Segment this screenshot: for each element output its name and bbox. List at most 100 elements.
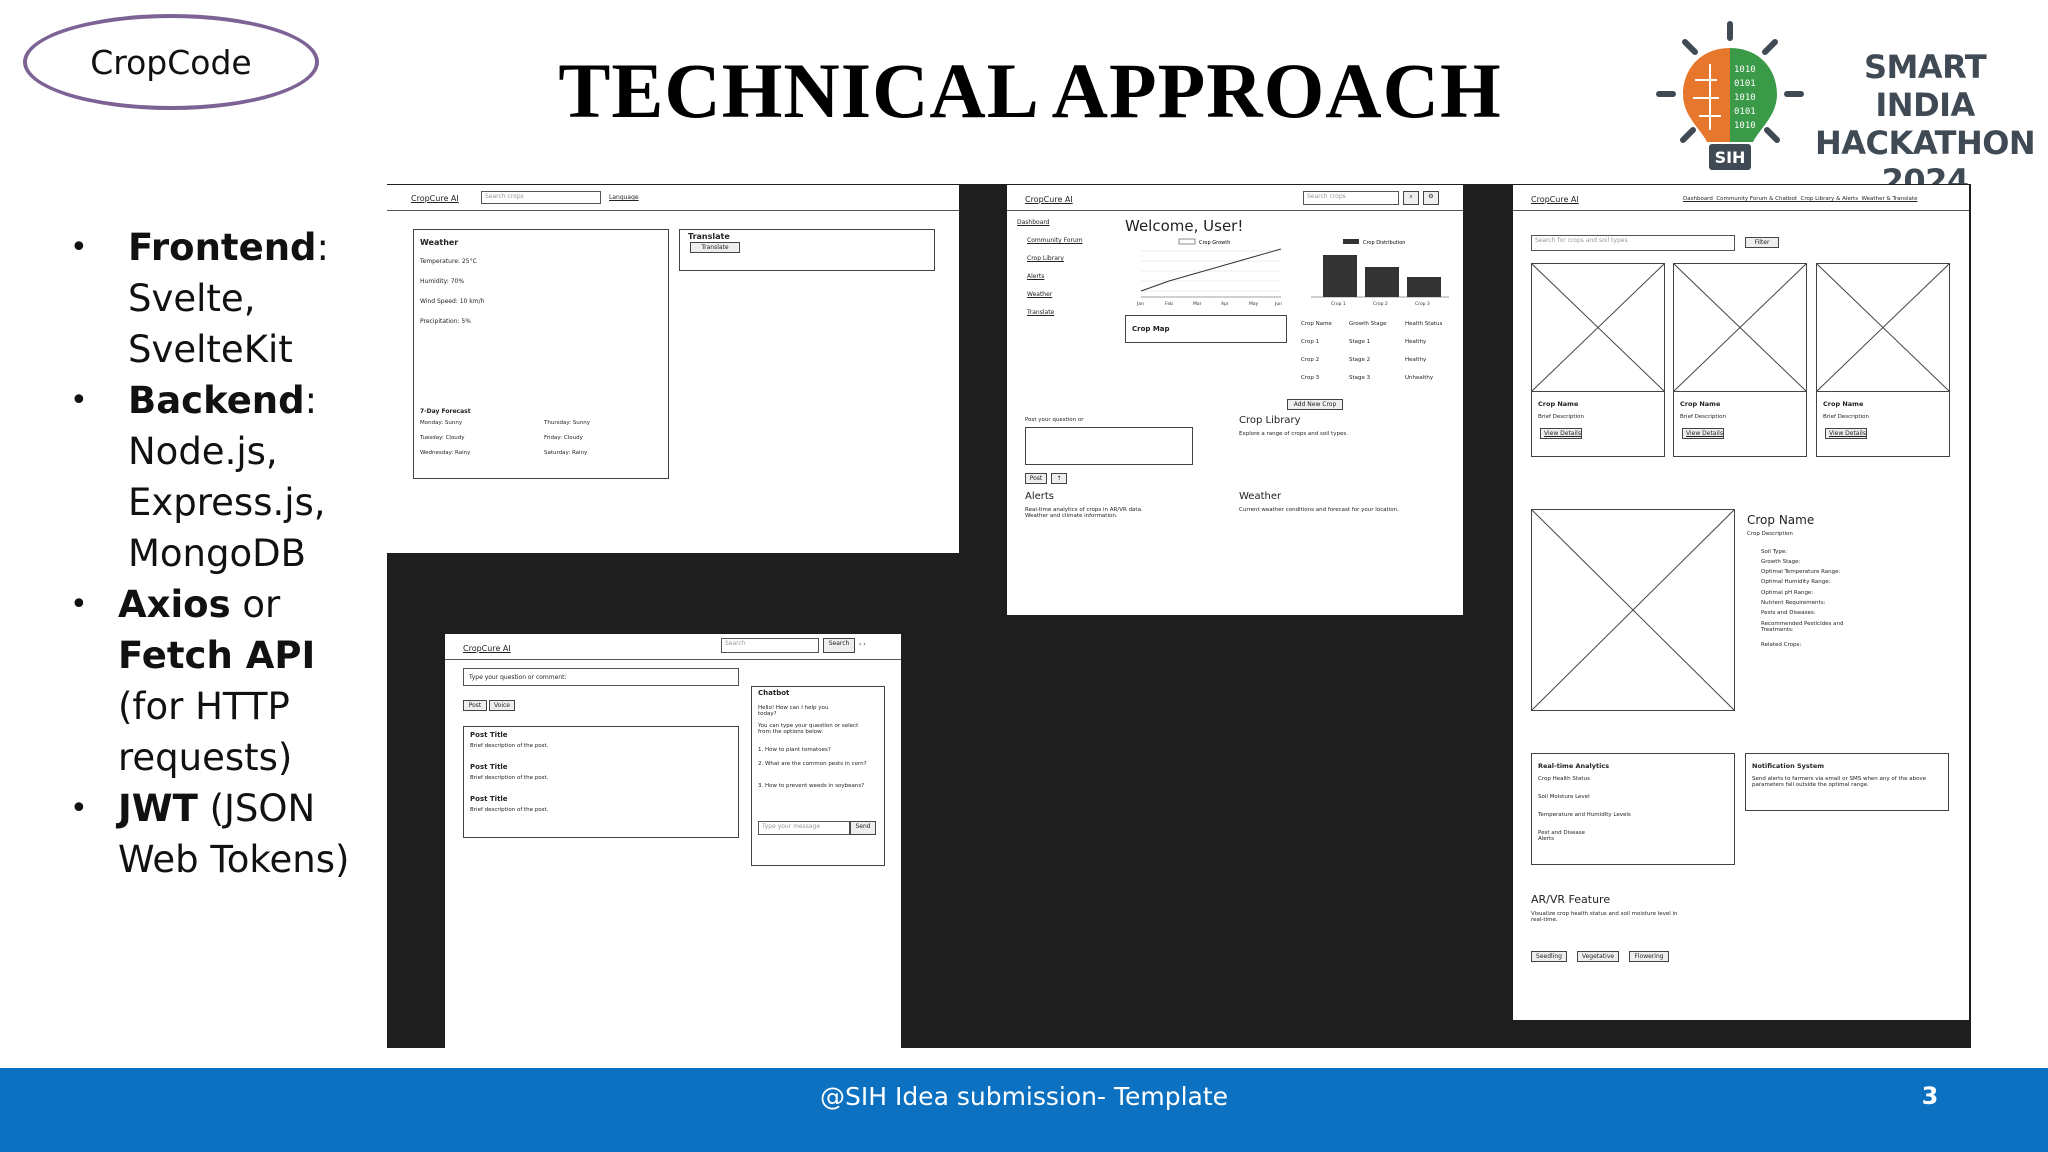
svg-text:Feb: Feb	[1165, 301, 1173, 307]
wire2-attach-icon[interactable]: ↑	[1051, 473, 1067, 484]
wire2-search-input[interactable]: Search crops	[1303, 191, 1399, 205]
bullet-jwt: •JWT (JSON Web Tokens)	[70, 783, 370, 885]
wire3-crop-card[interactable]: Crop Name Brief Description View Details	[1531, 263, 1665, 457]
svg-text:1010: 1010	[1734, 93, 1756, 103]
wire3-nav[interactable]: Dashboard Community Forum & Chatbot Crop…	[1683, 196, 1918, 202]
page-number: 3	[1921, 1082, 1939, 1110]
team-name-oval: CropCode	[23, 14, 319, 110]
wire2-welcome: Welcome, User!	[1125, 217, 1244, 235]
wire2-weather-title: Weather	[1239, 491, 1282, 502]
wire1-brand: CropCure AI	[411, 194, 459, 203]
wireframe-forum-chatbot: CropCure AI Search Search ‹ › Type your …	[445, 634, 901, 1048]
wire4-post-title[interactable]: Post Title	[470, 763, 508, 771]
wire2-nav-item[interactable]: Dashboard	[1017, 219, 1050, 226]
wire4-chat-option[interactable]: 1. How to plant tomatoes?	[758, 747, 831, 753]
wire2-nav-item[interactable]: Alerts	[1027, 273, 1045, 280]
wireframe-canvas: CropCure AI Search crops Language Weathe…	[387, 184, 1971, 1048]
wire1-forecast-item: Tuesday: Cloudy	[420, 435, 465, 441]
wire1-search-input[interactable]: Search crops	[481, 191, 601, 204]
wire3-stage-button[interactable]: Vegetative	[1577, 951, 1619, 962]
slide-title: TECHNICAL APPROACH	[558, 47, 1502, 134]
wire2-topbar: CropCure AI Search crops ⌕ ⚙	[1007, 185, 1463, 211]
bullet-http: •Axios or Fetch API (for HTTP requests)	[70, 579, 370, 783]
wire2-nav-item[interactable]: Crop Library	[1027, 255, 1064, 262]
bullet-dot: •	[70, 791, 88, 826]
image-placeholder-icon	[1674, 264, 1806, 392]
svg-text:May: May	[1249, 301, 1259, 307]
wire1-weather-title: Weather	[420, 238, 459, 247]
wire1-forecast-item: Saturday: Rainy	[544, 450, 588, 456]
wire2-brand: CropCure AI	[1025, 195, 1073, 204]
wire2-settings-icon[interactable]: ⚙	[1423, 191, 1439, 205]
wire1-translate-button[interactable]: Translate	[690, 242, 740, 253]
wire2-search-icon[interactable]: ⌕	[1403, 191, 1419, 205]
svg-text:Crop 1: Crop 1	[1331, 301, 1346, 307]
svg-text:SIH: SIH	[1715, 148, 1746, 167]
wire2-bar	[1365, 267, 1399, 297]
wire3-view-details-button[interactable]: View Details	[1682, 428, 1724, 439]
svg-text:Crop 2: Crop 2	[1373, 301, 1388, 307]
wire3-arvr-desc: Visualize crop health status and soil mo…	[1531, 911, 1678, 923]
wire3-detail-desc: Crop Description	[1747, 531, 1793, 537]
wire4-topbar: CropCure AI Search Search ‹ ›	[445, 634, 901, 660]
svg-text:Jan: Jan	[1136, 301, 1144, 307]
wire2-weather-desc: Current weather conditions and forecast …	[1239, 507, 1399, 513]
wire4-voice-button[interactable]: Voice	[489, 700, 515, 711]
wire4-post-title[interactable]: Post Title	[470, 795, 508, 803]
wire3-filter-button[interactable]: Filter	[1745, 237, 1779, 248]
wire4-message-input[interactable]: Type your message	[758, 821, 850, 835]
bullet-dot: •	[70, 230, 88, 265]
wire1-language-link[interactable]: Language	[609, 194, 639, 201]
wire4-post-title[interactable]: Post Title	[470, 731, 508, 739]
wire3-brand: CropCure AI	[1531, 195, 1579, 204]
wire1-topbar: CropCure AI Search crops Language	[387, 185, 959, 211]
sih-logo-text: SMART INDIA HACKATHON 2024	[1815, 48, 2036, 200]
svg-text:0101: 0101	[1734, 107, 1756, 117]
wire2-post-button[interactable]: Post	[1025, 473, 1047, 484]
wire3-stage-button[interactable]: Flowering	[1629, 951, 1669, 962]
wire3-crop-card[interactable]: Crop Name Brief Description View Details	[1816, 263, 1950, 457]
wire4-nav-arrows-icon[interactable]: ‹ ›	[859, 641, 866, 648]
wire3-crop-card[interactable]: Crop Name Brief Description View Details	[1673, 263, 1807, 457]
wire2-add-crop-button[interactable]: Add New Crop	[1287, 399, 1343, 410]
wire4-search-button[interactable]: Search	[823, 638, 855, 653]
svg-text:Mar: Mar	[1193, 301, 1202, 307]
wire3-analytics-panel: Real-time Analytics Crop Health Status S…	[1531, 753, 1735, 865]
logo-line-2: HACKATHON	[1815, 124, 2036, 162]
wire1-precip: Precipitation: 5%	[420, 318, 471, 325]
svg-text:Jun: Jun	[1274, 301, 1282, 307]
wire4-search-input[interactable]: Search	[721, 638, 819, 653]
wire2-nav-item[interactable]: Translate	[1027, 309, 1055, 316]
wire4-brand: CropCure AI	[463, 644, 511, 653]
wire1-temp: Temperature: 25°C	[420, 258, 477, 265]
wire2-line-series	[1140, 248, 1282, 292]
wire3-search-input[interactable]: Search for crops and soil types	[1531, 235, 1735, 251]
image-placeholder-icon	[1532, 264, 1664, 392]
wire2-nav-item[interactable]: Weather	[1027, 291, 1053, 298]
wire3-view-details-button[interactable]: View Details	[1825, 428, 1867, 439]
svg-text:Crop 3: Crop 3	[1415, 301, 1430, 307]
wire1-translate-title: Translate	[688, 232, 730, 241]
wire4-chat-option[interactable]: 2. What are the common pests in corn?	[758, 761, 867, 767]
wire4-post-button[interactable]: Post	[463, 700, 487, 711]
wireframe-dashboard: CropCure AI Search crops ⌕ ⚙ Dashboard C…	[1007, 185, 1463, 615]
wire4-chat-option[interactable]: 3. How to prevent weeds in soybeans?	[758, 783, 865, 789]
wire1-forecast-item: Thursday: Sunny	[544, 420, 590, 426]
bullet-backend: •Backend: Node.js, Express.js, MongoDB	[70, 375, 370, 579]
wire3-arvr-title: AR/VR Feature	[1531, 893, 1611, 906]
svg-text:Apr: Apr	[1221, 301, 1229, 307]
wire1-forecast-title: 7-Day Forecast	[420, 408, 471, 415]
wire3-view-details-button[interactable]: View Details	[1540, 428, 1582, 439]
svg-text:1010: 1010	[1734, 121, 1756, 131]
wire1-forecast-item: Friday: Cloudy	[544, 435, 583, 441]
wire4-question-input[interactable]: Type your question or comment:	[463, 668, 739, 686]
wire4-send-button[interactable]: Send	[850, 821, 876, 835]
wire2-crop-map[interactable]: Crop Map	[1125, 315, 1287, 343]
wire2-nav-item[interactable]: Community Forum	[1027, 237, 1083, 244]
wire3-stage-button[interactable]: Seedling	[1531, 951, 1567, 962]
footer-text: @SIH Idea submission- Template	[819, 1082, 1229, 1111]
wire2-post-textarea[interactable]	[1025, 427, 1193, 465]
